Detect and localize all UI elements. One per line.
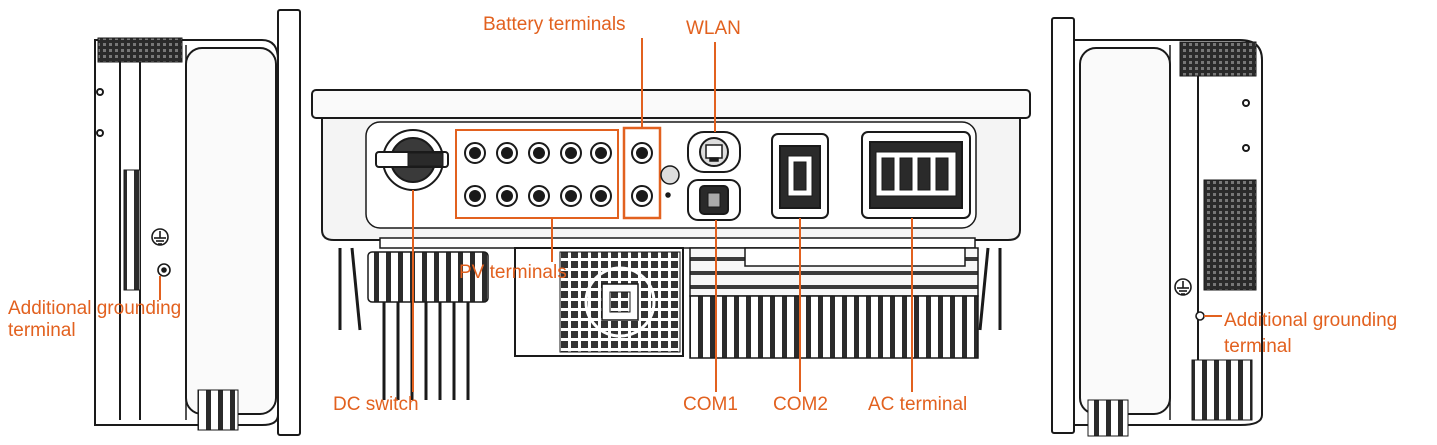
com1-port — [687, 179, 741, 221]
com2-port — [771, 133, 829, 219]
ethernet-port-icon — [705, 144, 723, 162]
pv-terminals — [455, 129, 619, 219]
fan-box — [514, 247, 684, 357]
right-grounding-label-line1: Additional grounding — [1224, 310, 1398, 331]
left-cable-bundle — [367, 251, 489, 303]
left-grounding-label-line1: Additional grounding — [8, 298, 182, 319]
ground-symbol-icon — [151, 228, 169, 246]
right-ground-symbol-icon — [1174, 278, 1192, 296]
battery-terminals-label: Battery terminals — [483, 14, 626, 35]
right-grounding-label-line2: terminal — [1224, 336, 1292, 357]
left-grounding-terminal — [157, 263, 171, 277]
leader-lines — [412, 38, 1222, 392]
pv-terminals-label: PV terminals — [459, 262, 567, 283]
left-grounding-label-line2: terminal — [8, 320, 76, 341]
heat-sink — [689, 247, 979, 359]
right-side-view — [1051, 17, 1263, 437]
battery-terminals — [622, 126, 662, 220]
ac-terminal — [861, 131, 971, 219]
right-grounding-terminal — [1195, 311, 1205, 321]
com1-label: COM1 — [683, 394, 738, 415]
dc-switch-label: DC switch — [333, 394, 419, 415]
ac-terminal-label: AC terminal — [868, 394, 968, 415]
dc-switch — [375, 129, 449, 191]
left-side-view — [94, 9, 301, 436]
pressure-valve — [660, 165, 680, 198]
com2-label: COM2 — [773, 394, 828, 415]
wlan-label: WLAN — [686, 18, 741, 39]
